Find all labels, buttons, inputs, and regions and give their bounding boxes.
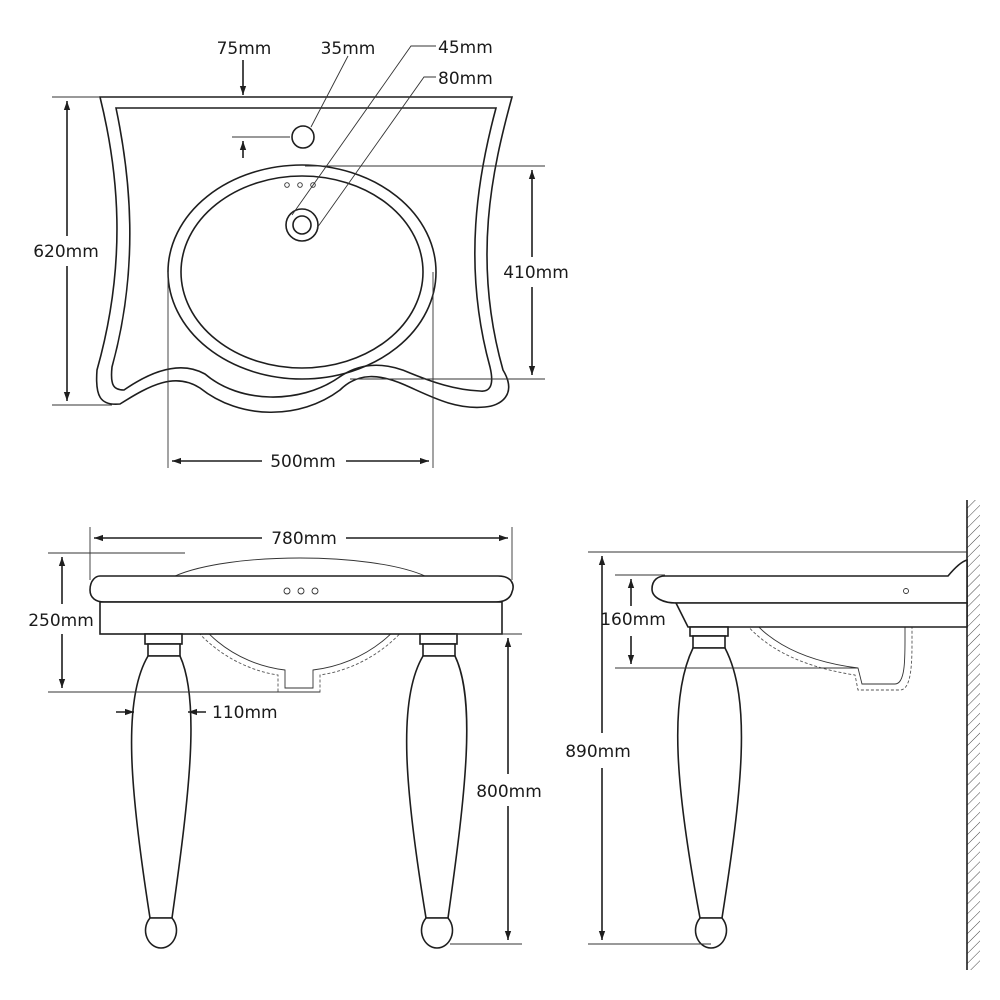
dim-waste-outer-label: 80mm <box>438 69 493 89</box>
dim-leg-width-label: 110mm <box>212 703 278 723</box>
side-bowl-shape <box>729 580 913 691</box>
front-basin-rim <box>89 575 514 603</box>
front-overflow-dot-1 <box>283 587 291 595</box>
overflow-dot-1 <box>284 182 290 188</box>
side-view: 160mm 890mm <box>565 500 980 970</box>
dim-total-depth-label: 620mm <box>33 242 99 262</box>
basin-top-outline <box>95 96 514 413</box>
dim-bowl-height-label: 160mm <box>600 610 666 630</box>
side-basin-rim <box>651 558 968 604</box>
dim-basin-height-label: 250mm <box>28 611 94 631</box>
tap-hole <box>291 125 315 149</box>
waste-inner-circle <box>292 215 312 235</box>
front-bowl-lip <box>174 557 426 577</box>
front-overflow-dot-2 <box>297 587 305 595</box>
overflow-dot-2 <box>297 182 303 188</box>
wall-hatch <box>967 500 980 970</box>
basin-top-inner-outline <box>110 107 498 398</box>
front-left-leg <box>130 633 192 949</box>
overflow-dot-3 <box>310 182 316 188</box>
front-overflow-dot-3 <box>311 587 319 595</box>
bowl-outer-ellipse <box>167 164 437 380</box>
front-basin-apron <box>99 601 503 635</box>
dim-tap-hole-label: 35mm <box>321 39 376 59</box>
dim-bowl-depth-label: 410mm <box>503 263 569 283</box>
bowl-inner-ellipse <box>180 175 424 369</box>
dim-bowl-width-label: 500mm <box>270 452 336 472</box>
top-view: 75mm 35mm 45mm 80mm 620mm 410mm 500mm <box>33 38 569 472</box>
dim-total-width-label: 780mm <box>271 529 337 549</box>
dim-waste-hole-label: 45mm <box>438 38 493 58</box>
dim-tap-offset-label: 75mm <box>217 39 272 59</box>
dim-leg-height-label: 800mm <box>476 782 542 802</box>
side-leg <box>676 626 743 949</box>
side-overflow-dot <box>903 588 909 594</box>
dim-overall-height-label: 890mm <box>565 742 631 762</box>
front-view: 780mm 250mm 110mm 800mm <box>28 527 542 949</box>
front-right-leg <box>405 633 468 949</box>
waste-outer-circle <box>285 208 319 242</box>
side-basin-apron <box>674 602 968 628</box>
